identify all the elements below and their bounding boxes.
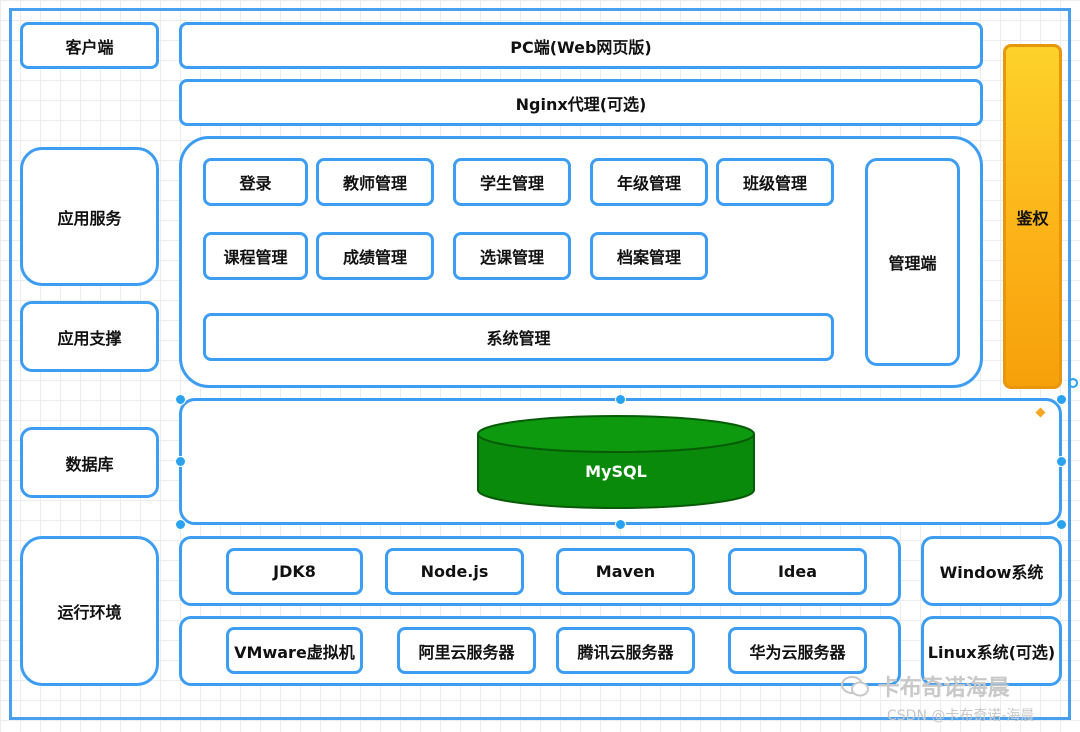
- mysql-cylinder: MySQL: [476, 414, 756, 510]
- module-score: 成绩管理: [316, 232, 434, 280]
- module-course: 课程管理: [203, 232, 308, 280]
- module-course-select: 选课管理: [453, 232, 571, 280]
- selection-handle: [175, 394, 186, 405]
- nginx-proxy: Nginx代理(可选): [179, 79, 983, 126]
- pc-web-client: PC端(Web网页版): [179, 22, 983, 69]
- mysql-label: MySQL: [585, 462, 647, 481]
- module-login: 登录: [203, 158, 308, 206]
- module-teacher: 教师管理: [316, 158, 434, 206]
- selection-handle: [175, 519, 186, 530]
- wechat-icon: [841, 676, 869, 697]
- layer-runtime: 运行环境: [20, 536, 159, 686]
- os-windows: Window系统: [921, 536, 1062, 606]
- auth-label: 鉴权: [1016, 208, 1049, 228]
- server-vmware: VMware虚拟机: [226, 627, 363, 674]
- module-archive: 档案管理: [590, 232, 708, 280]
- watermark-csdn: CSDN @卡布奇诺-海晨: [887, 708, 1035, 724]
- module-admin: 管理端: [865, 158, 960, 366]
- watermark-text: 卡布奇诺海晨: [877, 676, 1010, 701]
- selection-handle: [1056, 394, 1067, 405]
- tool-nodejs: Node.js: [385, 548, 524, 595]
- module-student: 学生管理: [453, 158, 571, 206]
- module-grade: 年级管理: [590, 158, 708, 206]
- os-linux: Linux系统(可选): [921, 616, 1062, 686]
- database-cylinder-icon: [477, 415, 755, 509]
- watermark-main: 卡布奇诺海晨: [840, 670, 1010, 702]
- layer-app-support: 应用支撑: [20, 301, 159, 372]
- server-aliyun: 阿里云服务器: [397, 627, 536, 674]
- tool-idea: Idea: [728, 548, 867, 595]
- selection-handle: [615, 394, 626, 405]
- tool-maven: Maven: [556, 548, 695, 595]
- layer-app-service: 应用服务: [20, 147, 159, 286]
- selection-handle: [615, 519, 626, 530]
- layer-client: 客户端: [20, 22, 159, 69]
- server-huawei: 华为云服务器: [728, 627, 867, 674]
- auth-bar: 鉴权: [1003, 44, 1062, 389]
- layer-database: 数据库: [20, 427, 159, 498]
- tool-jdk8: JDK8: [226, 548, 363, 595]
- module-class: 班级管理: [716, 158, 834, 206]
- selection-handle: [1056, 456, 1067, 467]
- module-system: 系统管理: [203, 313, 834, 361]
- selection-handle: [1056, 519, 1067, 530]
- rotate-handle: [1068, 378, 1078, 388]
- selection-handle: [175, 456, 186, 467]
- server-tencent: 腾讯云服务器: [556, 627, 695, 674]
- architecture-frame: [9, 8, 1071, 720]
